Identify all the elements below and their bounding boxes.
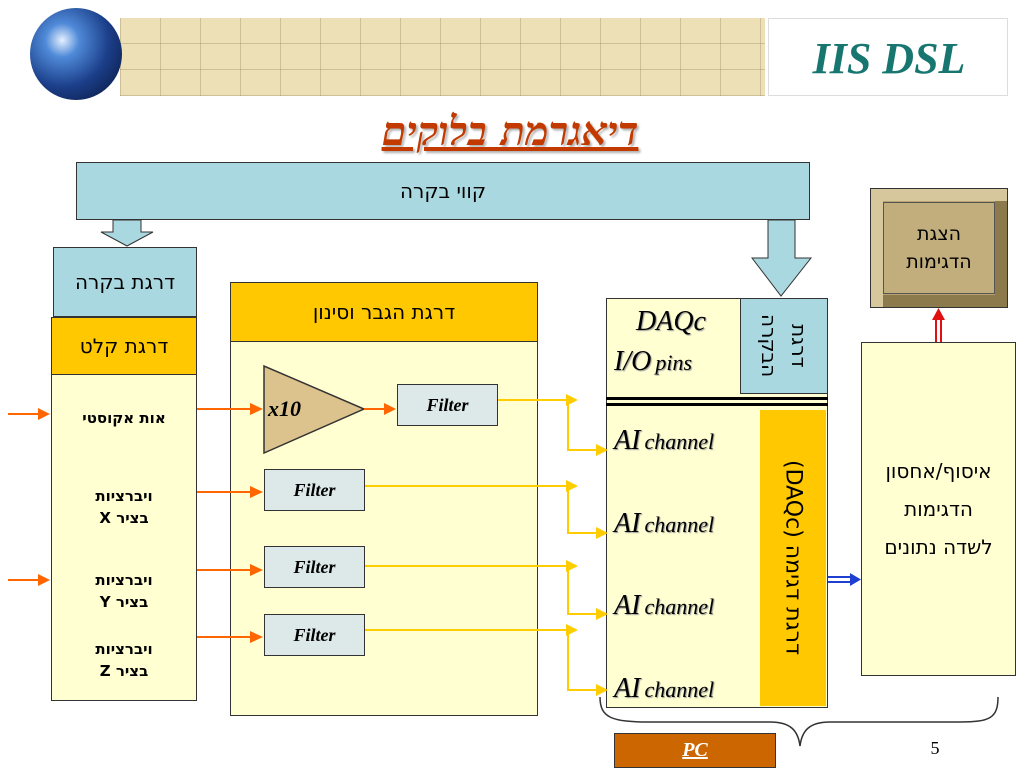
filter2-route	[567, 486, 596, 534]
daqc-separator-2	[606, 403, 828, 406]
input-vibration-x: ויברציות בציר X	[51, 484, 197, 530]
filter-label-1: Filter	[426, 394, 469, 415]
control-arrow-right	[750, 219, 813, 297]
control-lines-bar: קווי בקרה	[76, 162, 810, 220]
ai-channel-3: AI channel	[614, 590, 764, 630]
arrow-to-amp-head	[250, 403, 263, 415]
daq-to-storage-head	[850, 573, 861, 586]
control-arrow-left	[100, 219, 154, 247]
daqc-control-line2: הבקרה	[757, 314, 781, 378]
input-arrow-acoustic-head	[38, 408, 50, 420]
page-title: דיאגרמת בלוקים	[381, 108, 639, 155]
input-vibration-x-line1: ויברציות	[95, 487, 153, 505]
filter-box-1: Filter	[397, 384, 498, 426]
display-stage-line1: הצגת	[917, 223, 962, 245]
control-stage-box: דרגת בקרה	[53, 247, 197, 317]
display-stage-box: הצגת הדגימות	[870, 188, 1008, 308]
ai-channel-3-main: AI	[614, 590, 641, 621]
filter-label-3: Filter	[293, 556, 336, 577]
input-stage-header: דרגת קלט	[51, 317, 197, 375]
filter-box-3: Filter	[264, 546, 365, 588]
daqc-separator-1	[606, 397, 828, 400]
arrow-to-filter4-head	[250, 631, 263, 643]
pc-label-box: PC	[614, 733, 776, 768]
sampling-stage-box: דרגת דגימה (DAQc)	[760, 410, 826, 706]
input-vibration-y: ויברציות בציר Y	[51, 568, 197, 614]
filter4-route-head	[596, 684, 608, 696]
ai-channel-1-main: AI	[614, 425, 641, 456]
input-vibration-y-line1: ויברציות	[95, 571, 153, 589]
daqc-pins-line1: DAQc	[636, 306, 706, 337]
input-stage-label: דרגת קלט	[79, 334, 169, 358]
storage-line3: לשדה נתונים	[884, 535, 993, 559]
amp-filter-stage-header: דרגת הגבר וסינון	[230, 282, 538, 342]
filter2-route-head	[596, 527, 608, 539]
input-arrow-y-head	[38, 574, 50, 586]
daqc-pins-line2-sub: pins	[655, 350, 693, 375]
ai-channel-2: AI channel	[614, 508, 764, 548]
display-stage-line2: הדגימות	[906, 251, 972, 273]
amp-filter-stage-label: דרגת הגבר וסינון	[312, 300, 456, 324]
storage-line2: הדגימות	[904, 497, 973, 521]
filter-box-4: Filter	[264, 614, 365, 656]
filter-label-4: Filter	[293, 624, 336, 645]
world-map-image	[120, 18, 765, 96]
input-vibration-z-line2: בציר Z	[99, 662, 149, 680]
daqc-control-line1: דרגת	[787, 324, 811, 368]
logo: IIS DSL	[768, 18, 1008, 96]
sampling-stage-label: דרגת דגימה (DAQc)	[780, 460, 806, 656]
ai-channel-1-sub: channel	[644, 429, 715, 454]
arrow-to-filter3-head	[250, 564, 263, 576]
filter1-route	[567, 400, 596, 451]
storage-line1: איסוף/אחסון	[885, 459, 992, 483]
input-acoustic-label: אות אקוסטי	[82, 409, 166, 427]
amplifier-label: x10	[268, 396, 301, 421]
display-stage-face: הצגת הדגימות	[883, 202, 995, 294]
arrow-to-filter2-head	[250, 486, 263, 498]
filter-label-2: Filter	[293, 479, 336, 500]
storage-box: איסוף/אחסון הדגימות לשדה נתונים	[861, 342, 1016, 676]
amplifier-icon	[263, 364, 366, 455]
pc-brace	[599, 696, 999, 747]
input-vibration-z-line1: ויברציות	[95, 640, 153, 658]
input-acoustic: אות אקוסטי	[51, 404, 197, 432]
globe-icon	[30, 8, 122, 100]
ai-channel-4: AI channel	[614, 673, 764, 713]
control-stage-label: דרגת בקרה	[74, 270, 176, 294]
input-vibration-x-line2: בציר X	[99, 509, 149, 527]
logo-text: IIS DSL	[812, 34, 966, 83]
ai-channel-4-main: AI	[614, 673, 641, 704]
ai-channel-1: AI channel	[614, 425, 764, 465]
input-stage-column	[51, 317, 197, 701]
daqc-control-text: דרגת הבקרה	[754, 314, 814, 377]
control-lines-label: קווי בקרה	[399, 179, 487, 203]
daqc-io-pins-label: DAQc I/O pins	[614, 304, 738, 384]
input-vibration-z: ויברציות בציר Z	[51, 637, 197, 683]
filter3-route	[567, 566, 596, 615]
filter3-route-head	[596, 608, 608, 620]
filter1-route-head	[596, 444, 608, 456]
filter4-route	[567, 630, 596, 691]
ai-channel-2-main: AI	[614, 508, 641, 539]
ai-channel-2-sub: channel	[644, 512, 715, 537]
header-banner: IIS DSL	[0, 0, 1024, 100]
ai-channel-3-sub: channel	[644, 594, 715, 619]
storage-to-display-head	[932, 308, 945, 320]
filter-box-2: Filter	[264, 469, 365, 511]
page-number: 5	[930, 738, 940, 758]
daqc-pins-line2-main: I/O	[614, 346, 652, 377]
daqc-control-stage: דרגת הבקרה	[740, 298, 828, 394]
ai-channel-4-sub: channel	[644, 677, 715, 702]
input-vibration-y-line2: בציר Y	[99, 593, 149, 611]
arrow-amp-filter-head	[384, 403, 396, 415]
pc-label: PC	[682, 739, 708, 761]
